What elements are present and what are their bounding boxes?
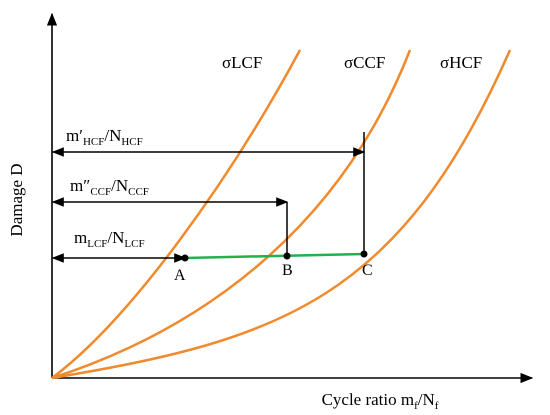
y-axis-label: Damage D (7, 163, 26, 236)
point-label-b: B (282, 262, 293, 279)
point-b (283, 252, 291, 260)
curve-lcf (51, 49, 302, 380)
point-c (360, 250, 368, 258)
curve-hcf (51, 49, 512, 380)
arrow-label-lcf: mLCF/NLCF (74, 228, 145, 250)
arrow-label-hcf: m′HCF/NHCF (66, 126, 143, 148)
curve-label-hcf: σHCF (440, 53, 482, 72)
point-a (181, 254, 189, 262)
arrow-label-ccf: m″CCF/NCCF (70, 176, 149, 198)
point-label-a: A (174, 267, 186, 284)
curve-label-lcf: σLCF (222, 53, 262, 72)
curve-label-ccf: σCCF (344, 53, 385, 72)
x-axis-label: Cycle ratio mf/Nf (322, 390, 439, 412)
point-label-c: C (362, 262, 373, 279)
curve-ccf (51, 49, 412, 380)
damage-path-line (184, 252, 365, 260)
